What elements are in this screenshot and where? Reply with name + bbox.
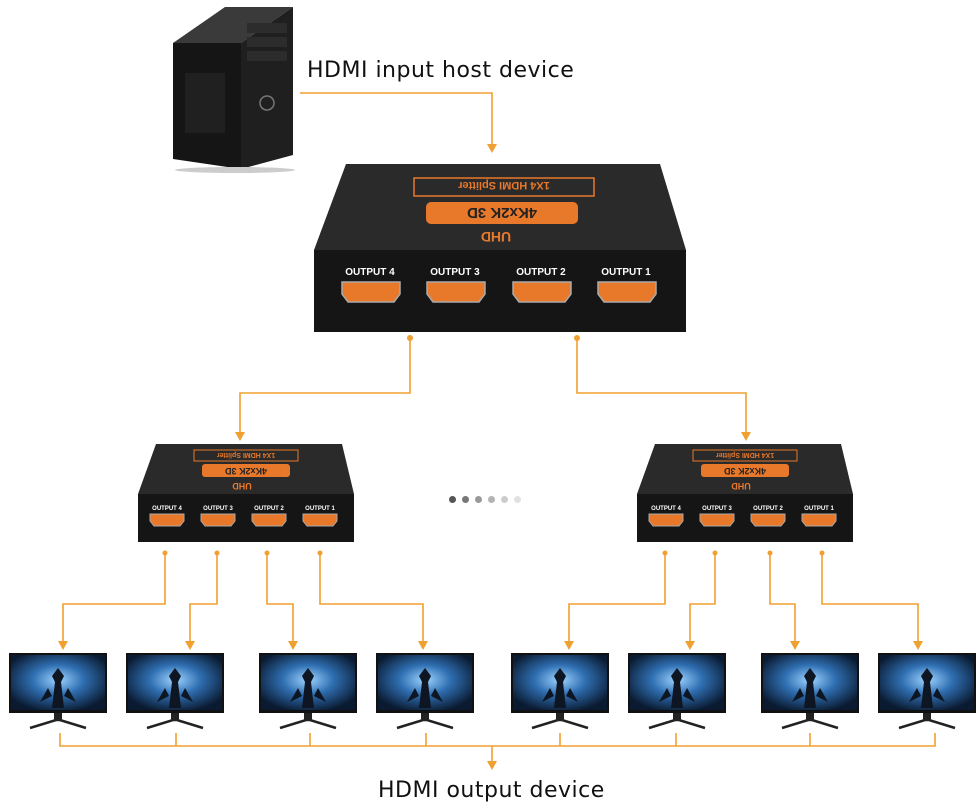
port-label: OUTPUT 4: [152, 506, 182, 512]
monitor-icon: [511, 653, 609, 730]
monitor-icon: [628, 653, 726, 730]
port-label: OUTPUT 1: [601, 267, 651, 278]
port-label: OUTPUT 1: [305, 506, 335, 512]
port-label: OUTPUT 3: [203, 506, 233, 512]
main-hdmi-splitter: 1X4 HDMI Splitter 4Kx2K 3D UHD OUTPUT 4 …: [314, 164, 686, 332]
port-label: OUTPUT 1: [804, 506, 834, 512]
splitter-brand: 1X4 HDMI Splitter: [217, 451, 276, 458]
splitter-brand: 1X4 HDMI Splitter: [716, 451, 775, 458]
left-hdmi-splitter: 1X4 HDMI Splitter 4Kx2K 3D UHD OUTPUT 4 …: [138, 444, 354, 542]
output-device-label: HDMI output device: [378, 778, 605, 803]
port-label: OUTPUT 2: [254, 506, 284, 512]
right-hdmi-splitter: 1X4 HDMI Splitter 4Kx2K 3D UHD OUTPUT 4 …: [637, 444, 853, 542]
splitter-resolution: 4Kx2K 3D: [467, 204, 537, 221]
monitor-icon: [259, 653, 357, 730]
port-label: OUTPUT 4: [345, 267, 395, 278]
splitter-uhd: UHD: [481, 229, 511, 245]
port-label: OUTPUT 4: [651, 506, 681, 512]
monitor-icon: [878, 653, 976, 730]
monitor-icon: [376, 653, 474, 730]
input-device-label: HDMI input host device: [307, 58, 575, 83]
monitor-icon: [9, 653, 107, 730]
monitor-icon: [126, 653, 224, 730]
port-label: OUTPUT 3: [430, 267, 480, 278]
splitter-brand: 1X4 HDMI Splitter: [457, 179, 549, 191]
splitter-resolution: 4Kx2K 3D: [224, 466, 267, 476]
port-label: OUTPUT 3: [702, 506, 732, 512]
desktop-tower-icon: [173, 7, 295, 173]
port-label: OUTPUT 2: [753, 506, 783, 512]
monitor-icon: [761, 653, 859, 730]
ellipsis-dots-icon: [449, 496, 521, 503]
port-label: OUTPUT 2: [516, 267, 566, 278]
splitter-uhd: UHD: [731, 481, 751, 491]
splitter-uhd: UHD: [232, 481, 252, 491]
splitter-resolution: 4Kx2K 3D: [723, 466, 766, 476]
